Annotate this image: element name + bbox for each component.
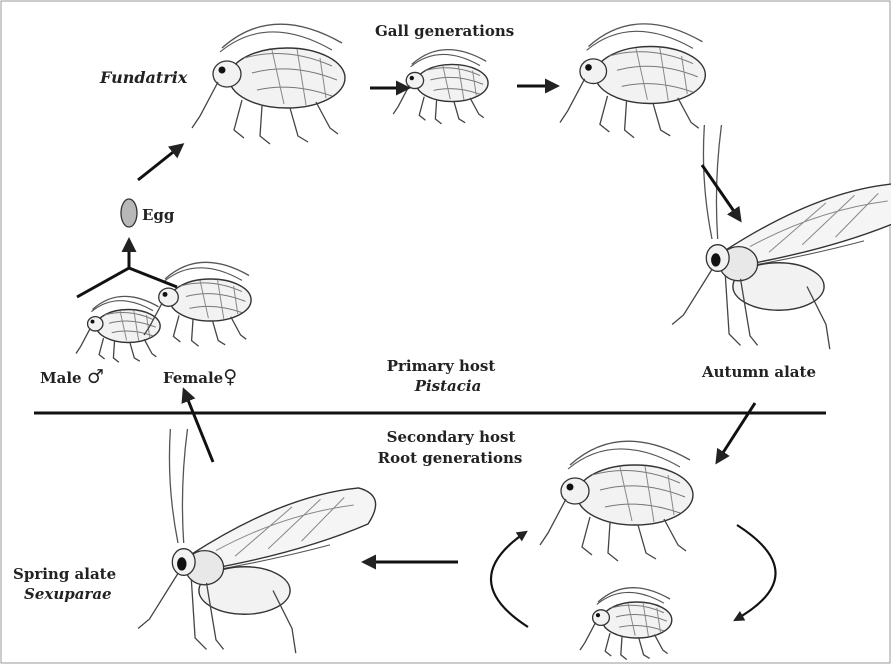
root-generation-large-aphid-illustration — [540, 441, 693, 561]
male-text: Male — [40, 369, 82, 387]
male-symbol: ♂ — [87, 366, 104, 388]
gall-generations-label: Gall generations — [375, 22, 514, 40]
gall-generation-large-aphid-illustration — [560, 24, 705, 138]
autumn-alate-aphid-illustration — [672, 125, 891, 349]
spring-alate-aphid-illustration — [138, 429, 376, 653]
root-cycle-left-arrow — [491, 532, 528, 627]
egg-junction-lines — [77, 240, 177, 297]
female-text: Female — [163, 369, 223, 387]
pistacia-label: Pistacia — [415, 377, 482, 395]
female-label: Female♀ — [163, 368, 237, 387]
fundatrix-label: Fundatrix — [100, 69, 187, 87]
root-generation-small-aphid-illustration — [580, 588, 672, 660]
autumn-alate-label: Autumn alate — [702, 363, 816, 381]
egg-to-fundatrix-arrow — [138, 145, 182, 180]
egg-icon — [121, 199, 137, 227]
fundatrix-aphid-illustration — [192, 24, 345, 144]
spring-alate-to-female-arrow — [184, 390, 213, 462]
root-cycle-right-arrow — [735, 525, 776, 620]
female-symbol: ♀ — [223, 366, 237, 388]
egg-label: Egg — [142, 206, 174, 224]
primary-host-label: Primary host — [387, 357, 496, 375]
spring-alate-label: Spring alate — [13, 565, 116, 583]
root-generations-label: Root generations — [378, 449, 523, 467]
sexuparae-label: Sexuparae — [24, 585, 112, 603]
female-aphid-illustration — [144, 262, 251, 346]
secondary-host-label: Secondary host — [387, 428, 516, 446]
male-label: Male ♂ — [40, 368, 104, 387]
